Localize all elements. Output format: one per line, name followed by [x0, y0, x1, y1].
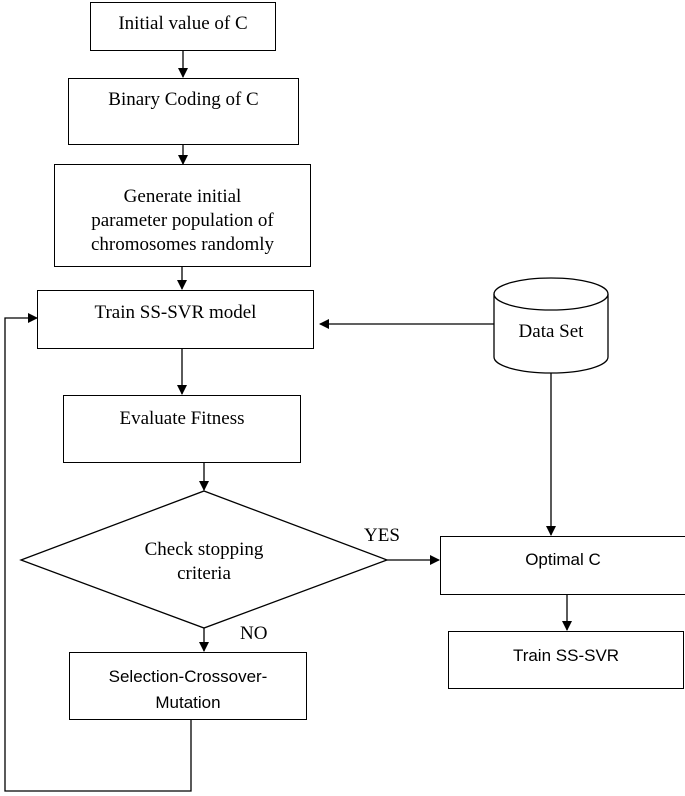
selection-box: Selection-Crossover- Mutation [69, 652, 307, 720]
data-set-text: Data Set [518, 321, 584, 342]
binary-coding-box: Binary Coding of C [68, 78, 299, 145]
generate-population-line-1: Generate initial [123, 186, 242, 207]
decision-diamond [19, 490, 389, 629]
selection-line-1: Selection-Crossover- [108, 667, 268, 686]
arrow-feedback-loop [4, 313, 192, 792]
binary-coding-label: Binary Coding of C [108, 89, 259, 110]
selection-line-2: Mutation [155, 693, 221, 712]
check-stopping-label: Check stopping criteria [104, 538, 304, 586]
check-stopping-line-1: Check stopping [144, 539, 264, 560]
evaluate-fitness-box: Evaluate Fitness [63, 395, 301, 463]
generate-population-box: Generate initial parameter population of… [54, 164, 311, 267]
train-model-label: Train SS-SVR model [94, 302, 257, 323]
train-model-box: Train SS-SVR model [37, 290, 314, 349]
yes-label: YES [364, 525, 400, 546]
generate-population-line-3: chromosomes randomly [90, 234, 275, 255]
train-ss-svr-box: Train SS-SVR [448, 631, 684, 689]
optimal-c-box: Optimal C [440, 536, 685, 595]
no-label: NO [240, 623, 268, 644]
data-set-cylinder [493, 277, 609, 374]
train-ss-svr-label: Train SS-SVR [512, 646, 620, 665]
check-stopping-line-2: criteria [177, 563, 231, 584]
initial-value-box: Initial value of C [90, 2, 276, 51]
data-set-label: Data Set [494, 320, 608, 344]
optimal-c-label: Optimal C [525, 550, 601, 569]
generate-population-line-2: parameter population of [91, 210, 274, 231]
evaluate-fitness-label: Evaluate Fitness [119, 408, 245, 429]
initial-value-label: Initial value of C [118, 13, 248, 34]
